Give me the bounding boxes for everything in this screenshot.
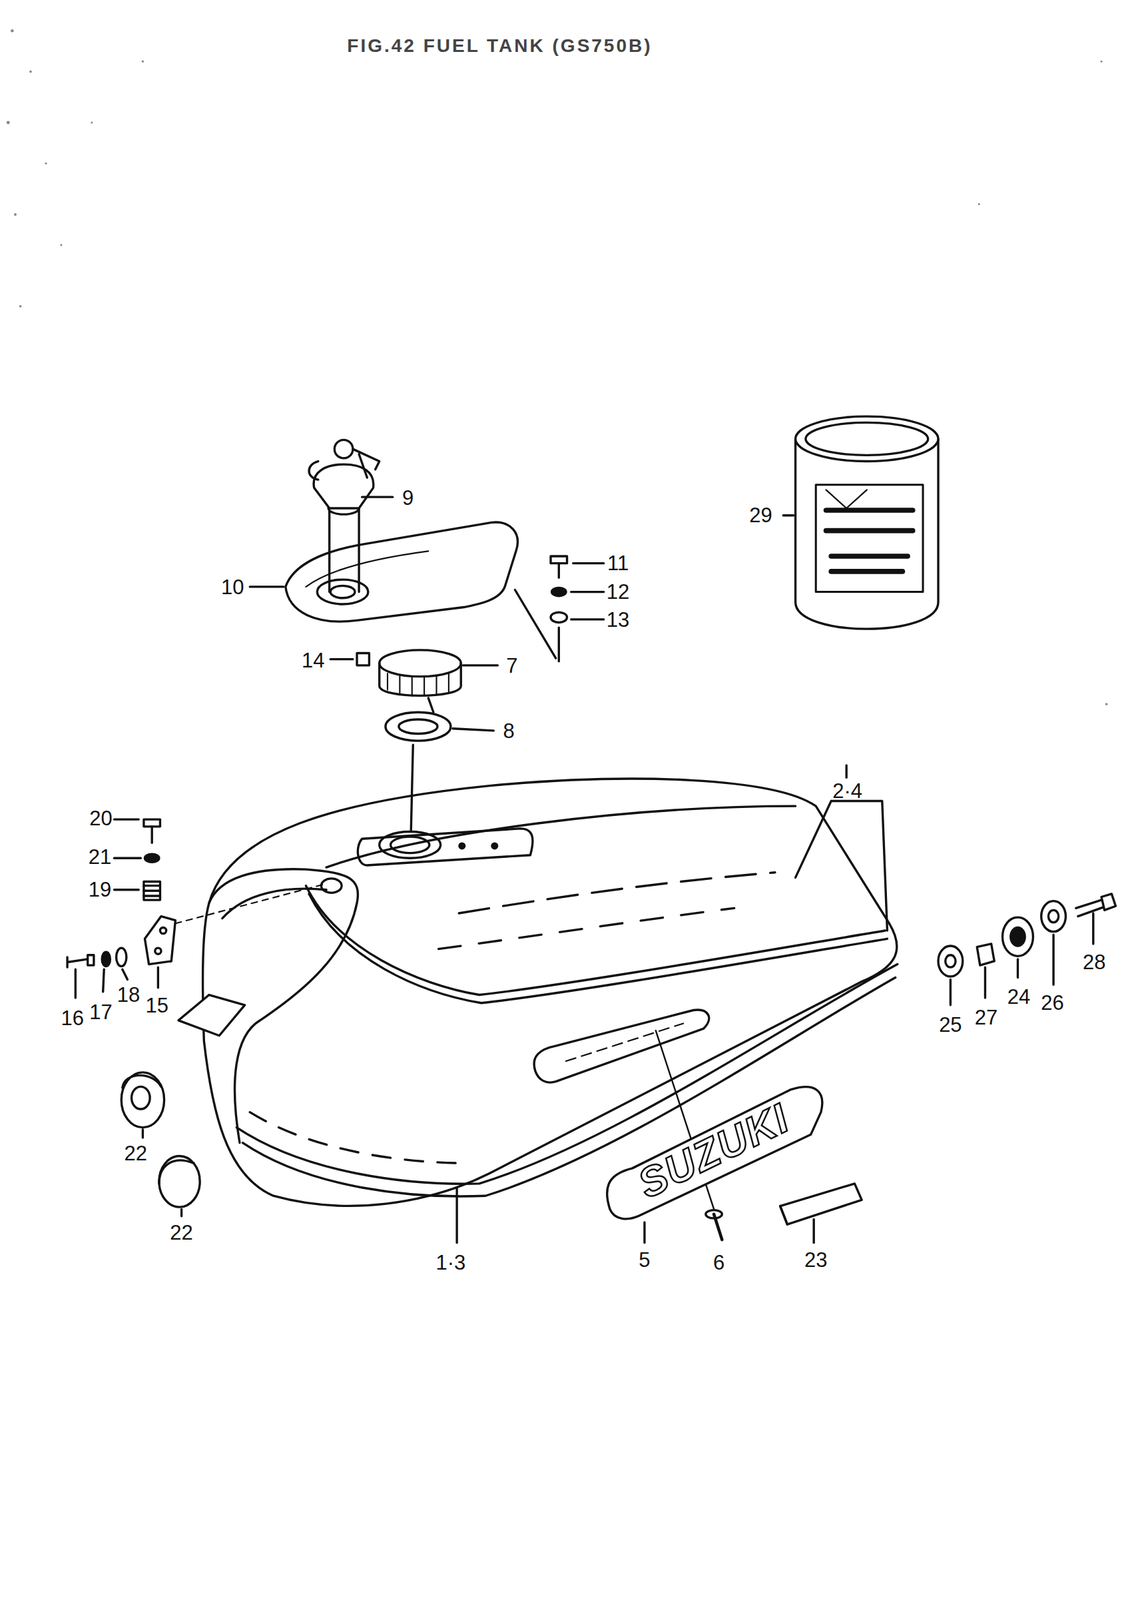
callout-number: 7 [506,654,518,676]
callout-number: 9 [402,487,414,509]
callout-number: 13 [606,608,630,630]
callout-number: 15 [145,994,169,1015]
callout-number: 17 [89,1001,112,1023]
callout-number: 22 [169,1221,193,1243]
callout-number: 18 [117,984,140,1005]
callout-number: 14 [301,649,325,670]
callout-number: 10 [221,575,244,597]
callout-number: 8 [503,719,515,741]
callout-number: 27 [974,1006,998,1027]
callout-number: 5 [638,1249,650,1270]
callout-number: 29 [749,504,772,526]
callout-number: 28 [1082,951,1106,973]
callout-number: 21 [88,846,112,867]
callout-number: 16 [60,1007,84,1029]
callout-number: 6 [713,1251,725,1272]
callout-number: 23 [804,1249,828,1270]
callout-number: 24 [1007,986,1031,1007]
callout-number: 11 [607,552,629,574]
callout-number: 26 [1040,992,1064,1013]
callout-number: 22 [123,1141,147,1163]
figure-title: FIG.42 FUEL TANK (GS750B) [346,36,652,56]
callout-number: 20 [89,807,112,829]
callout-number: 25 [938,1013,962,1035]
callout-number: 2·4 [832,779,863,801]
callout-number: 12 [606,581,630,602]
callout-number: 1·3 [436,1251,467,1272]
callout-number: 19 [88,878,112,900]
